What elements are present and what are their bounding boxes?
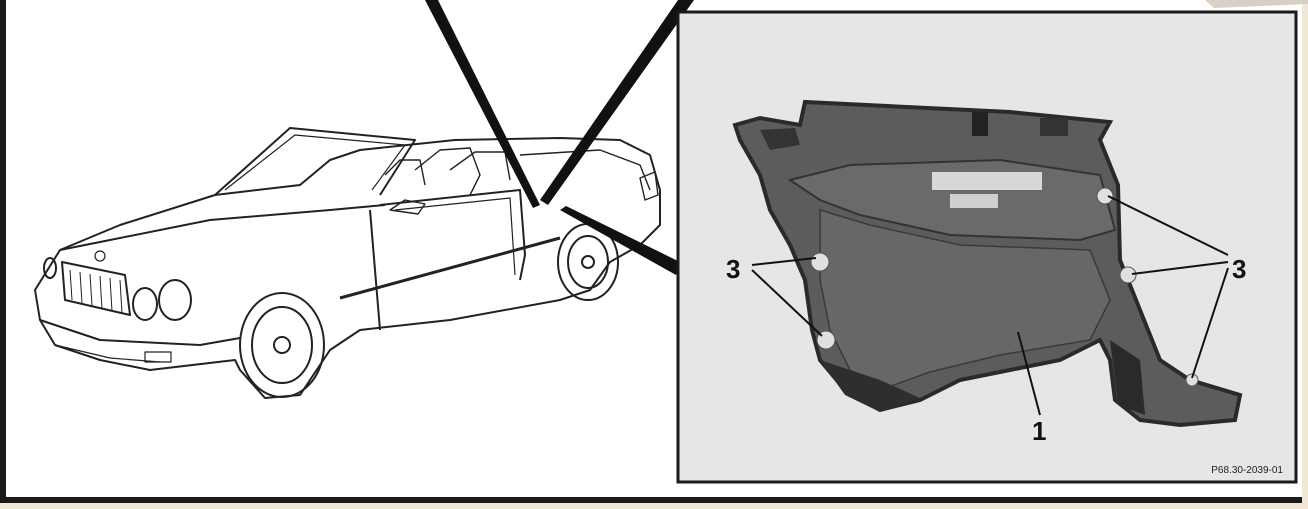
callout-3-right: 3 — [1232, 254, 1246, 284]
car-illustration — [34, 127, 661, 399]
detail-inset: 3 3 1 P68.30-2039-01 — [676, 10, 1298, 484]
callout-3-left: 3 — [726, 254, 740, 284]
callout-lines — [751, 195, 1229, 416]
trim-panel — [732, 99, 1243, 428]
corner-mark — [1205, 0, 1308, 8]
callout-1: 1 — [1032, 416, 1046, 446]
detail-leader-lines — [425, 0, 694, 275]
reference-code: P68.30-2039-01 — [1211, 465, 1283, 476]
